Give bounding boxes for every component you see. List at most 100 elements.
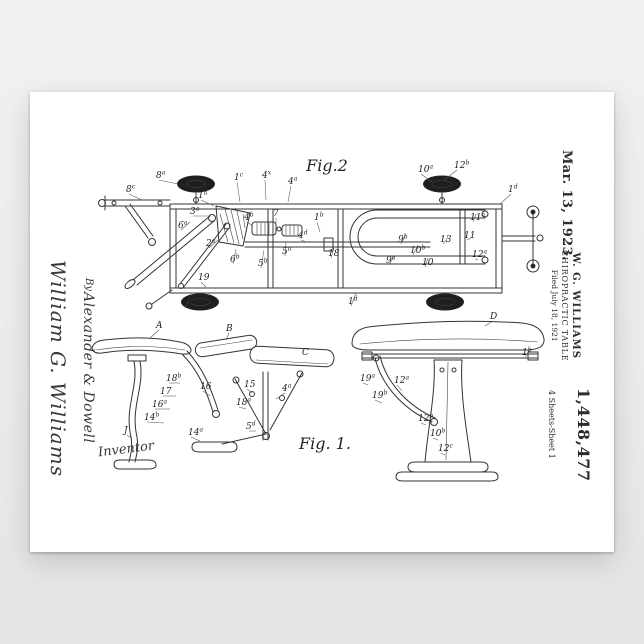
fig1-main-cushion-and-pedestal xyxy=(351,320,545,482)
part-label: 12b xyxy=(418,413,433,425)
part-label: 10 xyxy=(422,258,434,268)
leader-line xyxy=(474,258,479,261)
leader-line xyxy=(362,382,369,386)
patent-drawing: Fig.2 xyxy=(91,156,545,482)
part-label: 12c xyxy=(438,443,453,455)
leader-line xyxy=(396,384,403,392)
leader-line xyxy=(260,249,265,269)
leader-line xyxy=(316,221,321,233)
part-label: B xyxy=(225,324,233,334)
leader-line xyxy=(208,239,219,249)
leader-line xyxy=(440,452,446,456)
part-label: 14b xyxy=(144,412,159,424)
leader-line xyxy=(126,434,132,439)
part-label: 18 xyxy=(328,249,340,259)
leader-line xyxy=(232,248,237,265)
caster-wheel xyxy=(177,175,215,205)
leader-line xyxy=(300,239,307,243)
leader-line xyxy=(225,332,230,341)
part-label: 10b xyxy=(410,245,425,257)
part-label: 3a xyxy=(190,206,200,218)
part-label: 1d xyxy=(508,184,518,196)
fig2-u-tube xyxy=(349,209,489,265)
patent-date: Mar. 13, 1923. xyxy=(559,150,574,261)
fig2-label: Fig.2 xyxy=(305,156,348,175)
patent-filed-date: Filed July 18, 1921 xyxy=(549,269,559,342)
leader-line xyxy=(264,179,267,201)
part-label: A xyxy=(155,321,163,331)
fig2-casters xyxy=(177,175,464,311)
part-label: 13 xyxy=(440,235,452,245)
part-label: 1b xyxy=(522,347,532,359)
part-label: C xyxy=(302,348,309,358)
part-label: 1b xyxy=(314,212,324,224)
leader-line xyxy=(158,179,179,185)
part-label: 8a xyxy=(156,170,166,182)
leader-line xyxy=(202,390,211,397)
part-label: 8c xyxy=(126,184,136,196)
part-label: 4a xyxy=(287,176,298,188)
leader-line xyxy=(146,421,165,424)
part-label: 8b xyxy=(182,298,192,310)
leader-line xyxy=(374,399,383,404)
part-label: 12a xyxy=(472,249,487,261)
fig2-plan-view: Fig.2 xyxy=(98,156,544,311)
part-label: J xyxy=(122,426,129,436)
leader-line xyxy=(246,221,254,227)
leader-line xyxy=(275,392,286,400)
fig1-bench xyxy=(91,337,220,470)
leader-line xyxy=(420,422,427,426)
part-label: 12b xyxy=(454,160,469,172)
leader-line xyxy=(443,169,458,181)
fig2-left-bracket xyxy=(98,195,173,310)
fig1-side-view: Fig. 1. xyxy=(91,312,545,482)
leader-line xyxy=(284,241,287,257)
leader-line xyxy=(432,437,439,441)
fig2-right-rollers xyxy=(501,205,544,273)
part-label: 10b xyxy=(430,428,445,440)
leader-line xyxy=(524,350,531,358)
part-label: 19 xyxy=(198,273,210,283)
part-label: 10a xyxy=(418,164,433,176)
leader-line xyxy=(149,329,160,339)
patent-sheet-info: 4 Sheets-Sheet 1 xyxy=(547,390,556,459)
patent-poster: Fig.2 xyxy=(30,92,614,552)
part-label: 4x xyxy=(261,170,272,182)
part-label: 19b xyxy=(372,390,387,402)
part-label: 11a xyxy=(470,212,485,224)
leader-line xyxy=(184,296,191,309)
part-label: 4a xyxy=(281,383,292,395)
patent-inventor-name: W. G. WILLIAMS xyxy=(570,252,581,359)
leader-line xyxy=(246,388,253,394)
by-label: By xyxy=(83,278,94,291)
part-label: 6b xyxy=(230,254,240,266)
leader-line xyxy=(190,436,201,442)
part-label: 16 xyxy=(200,382,212,392)
part-label: 1a xyxy=(198,190,208,202)
part-label: 1d xyxy=(348,296,358,308)
part-label: 9a xyxy=(386,255,396,267)
fig1-adjustable-sections xyxy=(191,334,335,453)
part-label: 9b xyxy=(398,234,408,246)
fig2-frame xyxy=(169,203,503,294)
leader-line xyxy=(180,221,191,231)
part-label: 19a xyxy=(360,373,375,385)
leader-line xyxy=(412,244,419,256)
caster-wheel xyxy=(181,292,219,311)
part-label: 7 xyxy=(273,209,279,219)
leader-line xyxy=(287,185,292,203)
leader-line xyxy=(238,406,247,410)
leader-line xyxy=(499,193,512,205)
leader-line xyxy=(466,237,472,241)
leader-line xyxy=(420,173,433,183)
fig1-label: Fig. 1. xyxy=(298,434,351,453)
caster-wheel xyxy=(423,175,461,205)
part-label: 18b xyxy=(166,373,181,385)
part-label: 5a xyxy=(282,246,292,258)
leader-line xyxy=(200,199,215,207)
part-label: 5b xyxy=(258,258,268,270)
leader-line xyxy=(388,255,395,266)
